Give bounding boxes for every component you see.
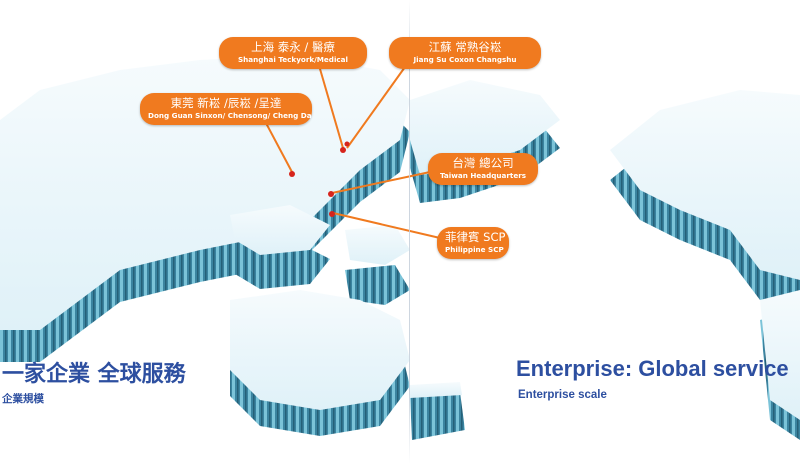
taiwan-marker [328,191,334,197]
caption-en-title: Enterprise: Global service [516,356,789,381]
office-en-label: Dong Guan Sinxon/ Chensong/ Cheng Da [148,111,312,120]
caption-zh-title: 一家企業 全球服務 [2,362,186,387]
east-asia-land [410,80,560,175]
office-zh-label: 上海 泰永 / 醫療 [251,40,335,54]
americas-land [610,90,800,280]
philippine-marker [329,211,335,217]
office-en-label: Philippine SCP [445,245,504,254]
dongguan-marker [289,171,295,177]
office-zh-label: 東莞 新崧 /辰崧 /呈達 [170,96,282,110]
office-en-label: Taiwan Headquarters [439,171,527,180]
office-en-label: Shanghai Teckyork/Medical [238,55,348,64]
caption-en-subtitle: Enterprise scale [518,389,607,401]
caption-zh-subtitle: 企業規模 [2,393,44,405]
australia-land [230,290,410,410]
center-divider [409,0,410,464]
shanghai-marker [340,147,346,153]
office-bubble-dongguan: 東莞 新崧 /辰崧 /呈達 Dong Guan Sinxon/ Chensong… [140,93,312,125]
office-bubble-jiangsu: 江蘇 常熟谷崧 Jiang Su Coxon Changshu [389,37,541,69]
office-zh-label: 菲律賓 SCP [445,230,506,244]
office-bubble-taiwan: 台灣 總公司 Taiwan Headquarters [428,153,538,185]
office-en-label: Jiang Su Coxon Changshu [413,55,517,64]
office-zh-label: 台灣 總公司 [452,156,514,170]
jiangsu-marker [344,141,350,147]
office-zh-label: 江蘇 常熟谷崧 [428,40,502,54]
office-bubble-shanghai: 上海 泰永 / 醫療 Shanghai Teckyork/Medical [219,37,367,69]
office-bubble-philippine: 菲律賓 SCP Philippine SCP [437,227,509,259]
eurasia-land [0,55,410,330]
